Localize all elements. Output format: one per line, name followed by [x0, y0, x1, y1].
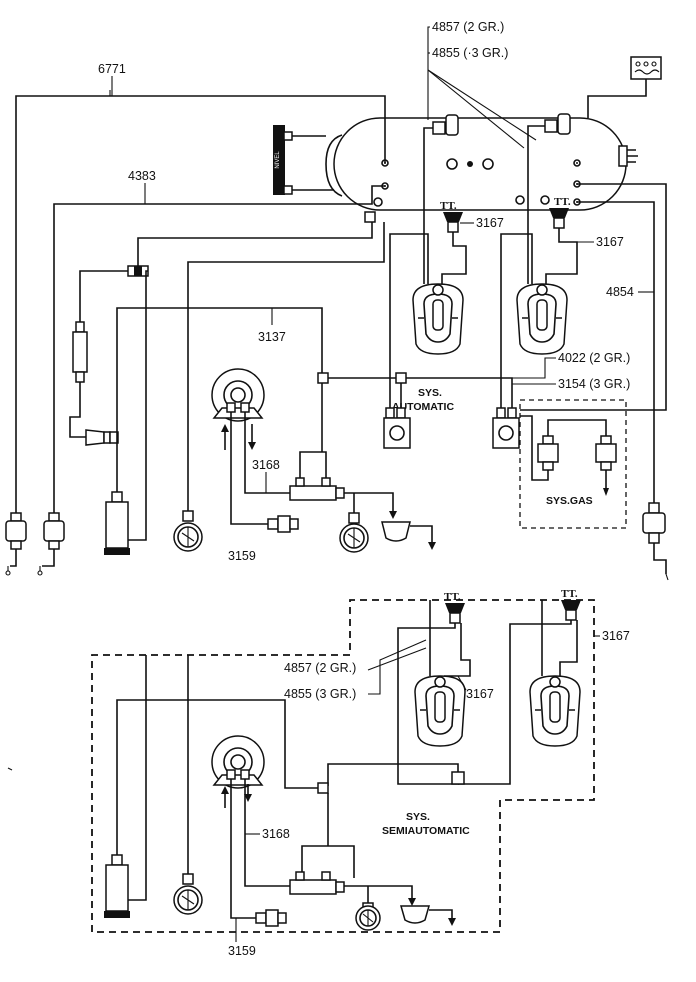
sys-semi-2: SEMIAUTOMATIC — [382, 825, 470, 837]
label-3159-bot: 3159 — [228, 944, 256, 958]
valve-icon — [85, 429, 119, 446]
label-3167-c: 3167 — [602, 629, 630, 643]
label-4022: 4022 (2 GR.) — [558, 351, 630, 365]
non-return-valve-icon — [267, 515, 299, 533]
distribution-manifold-icon — [289, 477, 345, 501]
label-3168-top: 3168 — [252, 458, 280, 472]
drain-cup-icon — [381, 521, 436, 550]
pump-motor-icon — [211, 368, 265, 422]
pump-motor-bottom-icon — [211, 735, 265, 789]
solenoid-icon — [383, 407, 411, 449]
label-4855-bot: 4855 (3 GR.) — [284, 687, 356, 701]
label-3168-bot: 3168 — [262, 827, 290, 841]
label-3137: 3137 — [258, 330, 286, 344]
pressure-gauge-left-icon — [173, 510, 203, 552]
label-4857-top: 4857 (2 GR.) — [432, 20, 504, 34]
boiler-icon — [325, 113, 638, 223]
pressure-gauge-bottom-left-icon — [173, 873, 203, 915]
thermostat-4-icon — [561, 600, 581, 621]
gas-valve-1-icon — [537, 435, 559, 471]
thermostat-2-icon — [549, 208, 569, 229]
group-head-4-icon — [529, 675, 581, 747]
drain-cup-bottom-icon — [400, 905, 456, 926]
group-head-1-icon — [412, 283, 464, 355]
pressure-switch-right-icon — [642, 502, 669, 581]
thermostat-3-icon — [445, 603, 465, 624]
sys-semiautomatic-box — [91, 599, 595, 933]
gas-valve-2-icon — [595, 435, 617, 471]
label-4855-top: 4855 (·3 GR.) — [432, 46, 508, 60]
pressure-switch-left2-icon — [37, 512, 65, 576]
sys-semi-1: SYS. — [406, 811, 430, 823]
water-softener-bottom-icon — [104, 854, 130, 918]
group-head-2-icon — [516, 283, 568, 355]
thermostat-1-icon — [443, 212, 463, 233]
label-4854: 4854 — [606, 285, 634, 299]
tt-label-1: TT. — [440, 200, 457, 212]
label-4383: 4383 — [128, 169, 156, 183]
sys-automatic-1: SYS. — [418, 387, 442, 399]
pressure-gauge-bottom-right-icon — [355, 902, 381, 931]
nivel-text: NIVEL — [275, 151, 281, 169]
filter-icon — [72, 321, 88, 383]
distribution-manifold-bottom-icon — [289, 871, 345, 895]
label-4857-bot: 4857 (2 GR.) — [284, 661, 356, 675]
pressure-switch-left-icon — [5, 512, 27, 576]
tt-label-3: TT. — [444, 591, 461, 603]
label-3167-d: 3167 — [466, 687, 494, 701]
pressurestat-icon — [587, 56, 662, 118]
label-6771: 6771 — [98, 62, 126, 76]
solenoid-2-icon — [492, 407, 520, 449]
sys-gas-label: SYS.GAS — [546, 495, 593, 507]
label-3154: 3154 (3 GR.) — [558, 377, 630, 391]
label-3159-top: 3159 — [228, 549, 256, 563]
label-3167-b: 3167 — [596, 235, 624, 249]
tt-label-2: TT. — [554, 196, 571, 208]
tt-label-4: TT. — [561, 588, 578, 600]
sys-automatic-2: AUTOMATIC — [392, 401, 454, 413]
pressure-gauge-right-icon — [339, 512, 369, 553]
water-softener-icon — [104, 491, 130, 555]
group-head-3-icon — [414, 675, 466, 747]
non-return-valve-bottom-icon — [255, 909, 287, 927]
level-gauge-icon: NIVEL — [273, 125, 334, 195]
label-3167-a: 3167 — [476, 216, 504, 230]
